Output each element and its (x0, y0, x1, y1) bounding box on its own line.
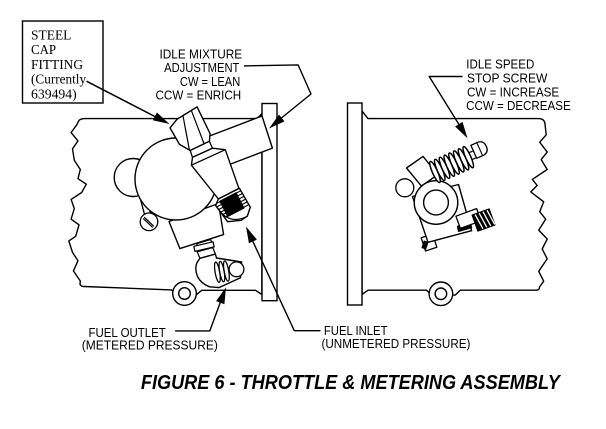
svg-text:FIGURE 6 - THROTTLE & METERING: FIGURE 6 - THROTTLE & METERING ASSEMBLY (141, 372, 561, 394)
svg-text:STEEL: STEEL (31, 28, 71, 43)
svg-text:ADJUSTMENT: ADJUSTMENT (164, 61, 240, 75)
svg-text:IDLE MIXTURE: IDLE MIXTURE (160, 47, 243, 61)
svg-text:IDLE SPEED: IDLE SPEED (466, 58, 534, 72)
svg-text:FUEL OUTLET: FUEL OUTLET (89, 326, 167, 340)
svg-text:CCW = DECREASE: CCW = DECREASE (466, 99, 571, 113)
svg-text:STOP SCREW: STOP SCREW (467, 71, 547, 85)
svg-text:CAP: CAP (31, 43, 56, 58)
svg-text:(METERED PRESSURE): (METERED PRESSURE) (82, 338, 218, 352)
svg-text:639494): 639494) (31, 88, 77, 103)
svg-text:CW = INCREASE: CW = INCREASE (467, 86, 559, 100)
svg-text:FUEL INLET: FUEL INLET (324, 324, 388, 338)
svg-text:CCW = ENRICH: CCW = ENRICH (156, 89, 242, 103)
svg-text:FITTING: FITTING (31, 58, 83, 73)
svg-text:(UNMETERED PRESSURE): (UNMETERED PRESSURE) (322, 337, 471, 351)
svg-text:CW = LEAN: CW = LEAN (180, 75, 240, 89)
svg-text:(Currently: (Currently (31, 73, 86, 88)
